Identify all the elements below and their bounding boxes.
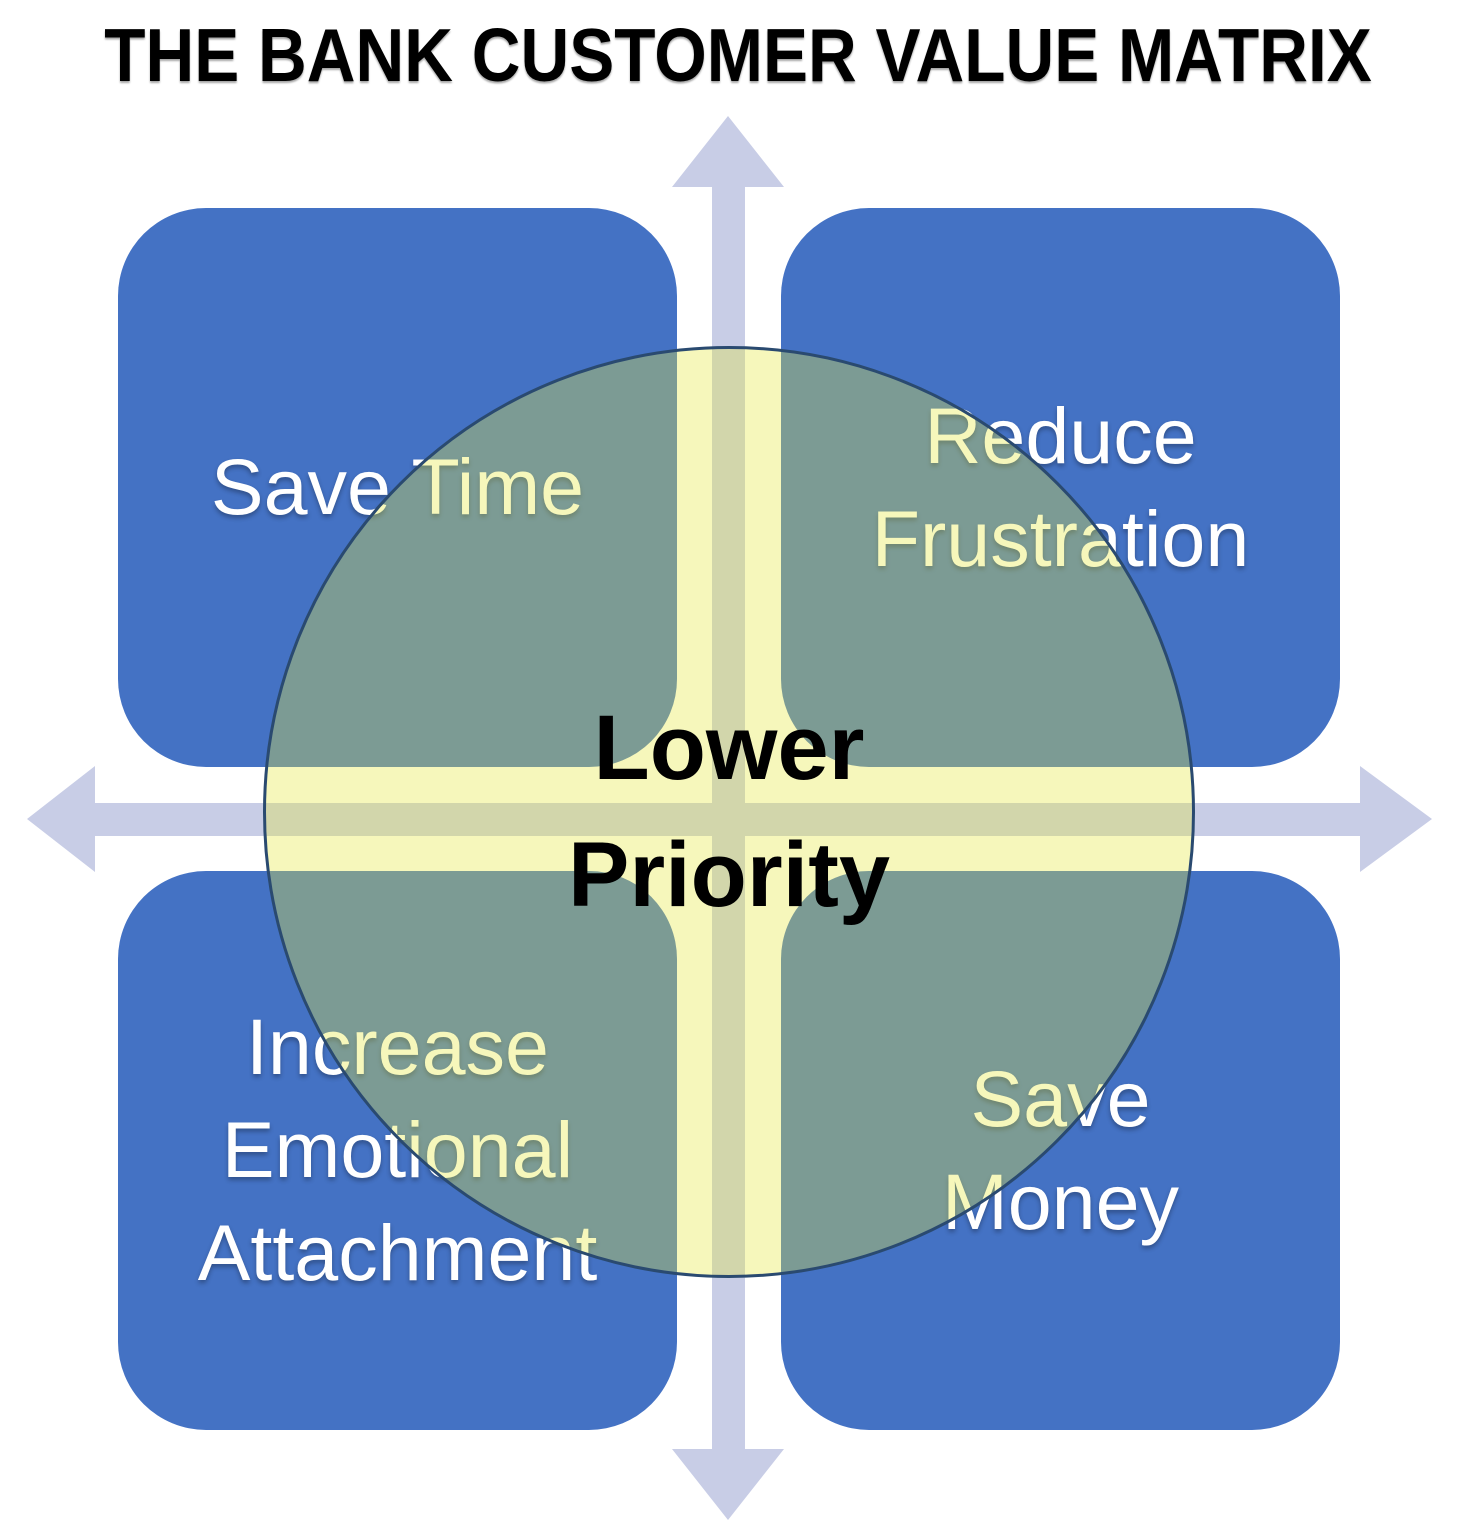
center-priority-label: Lower Priority [567, 697, 891, 926]
diagram-title: THE BANK CUSTOMER VALUE MATRIX [104, 13, 1372, 97]
lower-priority-circle [263, 346, 1195, 1278]
